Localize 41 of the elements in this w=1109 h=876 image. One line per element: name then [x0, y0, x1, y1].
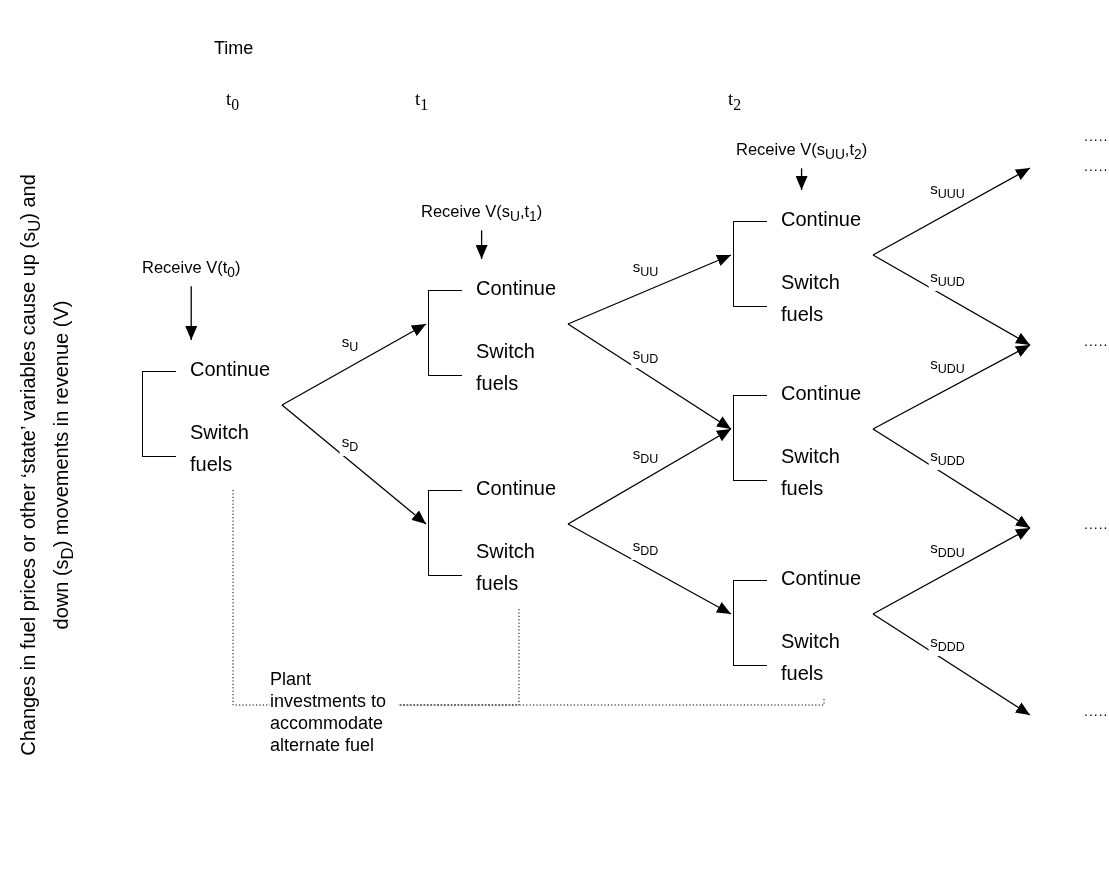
- arrow: [567, 323, 732, 430]
- option-label: Switch fuels: [476, 539, 536, 596]
- arrow: [872, 527, 1031, 615]
- note-text: Plant investments to accommodate alternate fuel: [270, 668, 398, 756]
- event-label: Receive V(s$_{UU}$,t$_{2}$): [736, 138, 868, 167]
- event-label: Receive V(t$_{0}$): [142, 256, 241, 285]
- option-label: Continue: [190, 357, 272, 382]
- arrow: [281, 404, 427, 525]
- option-label: Continue: [781, 566, 863, 591]
- arrow: [475, 229, 488, 260]
- continuation-dots: .....: [1084, 703, 1109, 719]
- option-label: Switch fuels: [781, 270, 841, 327]
- arrow: [567, 523, 732, 615]
- arrow: [795, 167, 808, 191]
- option-label: Continue: [476, 276, 558, 301]
- arrow: [567, 254, 732, 325]
- option-label: Switch fuels: [190, 420, 250, 477]
- arrow: [567, 428, 732, 525]
- option-label: Continue: [781, 381, 863, 406]
- arrow: [872, 344, 1031, 430]
- option-label: Switch fuels: [781, 444, 841, 501]
- axis-title: Time: [214, 38, 254, 59]
- option-label: Continue: [781, 207, 863, 232]
- arrow: [872, 254, 1031, 346]
- arrow: [281, 323, 427, 406]
- arrow: [872, 428, 1031, 529]
- option-label: Switch fuels: [781, 629, 841, 686]
- option-label: Switch fuels: [476, 339, 536, 396]
- continuation-dots: .....: [1084, 516, 1109, 532]
- arrow: [872, 167, 1031, 256]
- continuation-dots: .....: [1084, 158, 1109, 174]
- option-label: Continue: [476, 476, 558, 501]
- event-label: Receive V(s$_{U}$,t$_{1}$): [421, 200, 543, 229]
- dotted-connector: [397, 698, 825, 706]
- time-step-label: t$_{1}$: [415, 88, 429, 114]
- time-step-label: t$_{0}$: [226, 88, 240, 114]
- arrow: [185, 285, 198, 341]
- continuation-dots: .....: [1084, 333, 1109, 349]
- continuation-dots: .....: [1084, 128, 1109, 144]
- time-step-label: t$_{2}$: [728, 88, 742, 114]
- arrow: [872, 613, 1031, 716]
